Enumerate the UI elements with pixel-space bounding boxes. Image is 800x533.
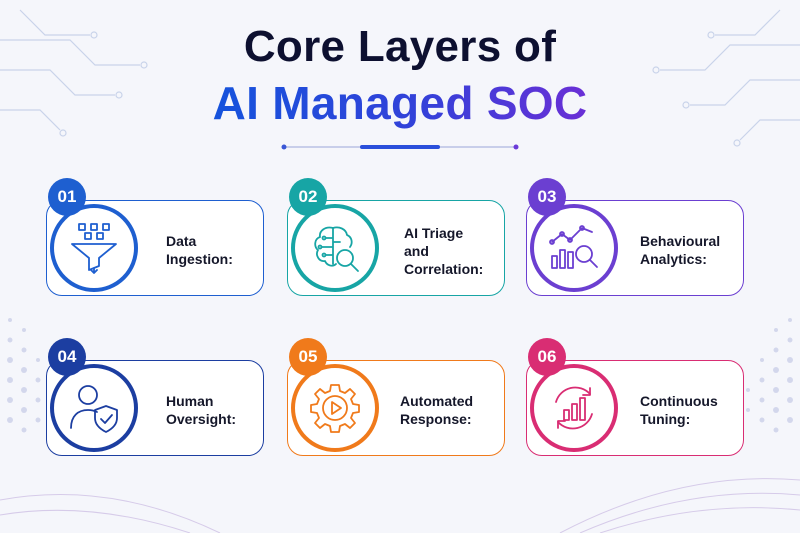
icon-circle (291, 204, 379, 292)
layer-number-badge: 01 (48, 178, 86, 216)
analytics-chart-icon (549, 225, 598, 269)
layer-number-badge: 03 (528, 178, 566, 216)
layer-number-badge: 02 (289, 178, 327, 216)
icon-circle (50, 364, 138, 452)
layer-number-badge: 06 (528, 338, 566, 376)
icon-circle (530, 364, 618, 452)
funnel-icon (71, 223, 117, 274)
cycle-chart-icon (555, 386, 593, 430)
user-shield-icon (70, 385, 118, 433)
brain-search-icon (314, 226, 359, 272)
title-divider (281, 144, 519, 150)
gear-play-icon (310, 384, 360, 433)
icon-circle (50, 204, 138, 292)
layer-number-badge: 05 (289, 338, 327, 376)
layer-number-badge: 04 (48, 338, 86, 376)
icon-circle (291, 364, 379, 452)
title-line-1: Core Layers of (243, 22, 557, 71)
icon-circle (530, 204, 618, 292)
title-line-2: AI Managed SOC (212, 77, 588, 129)
